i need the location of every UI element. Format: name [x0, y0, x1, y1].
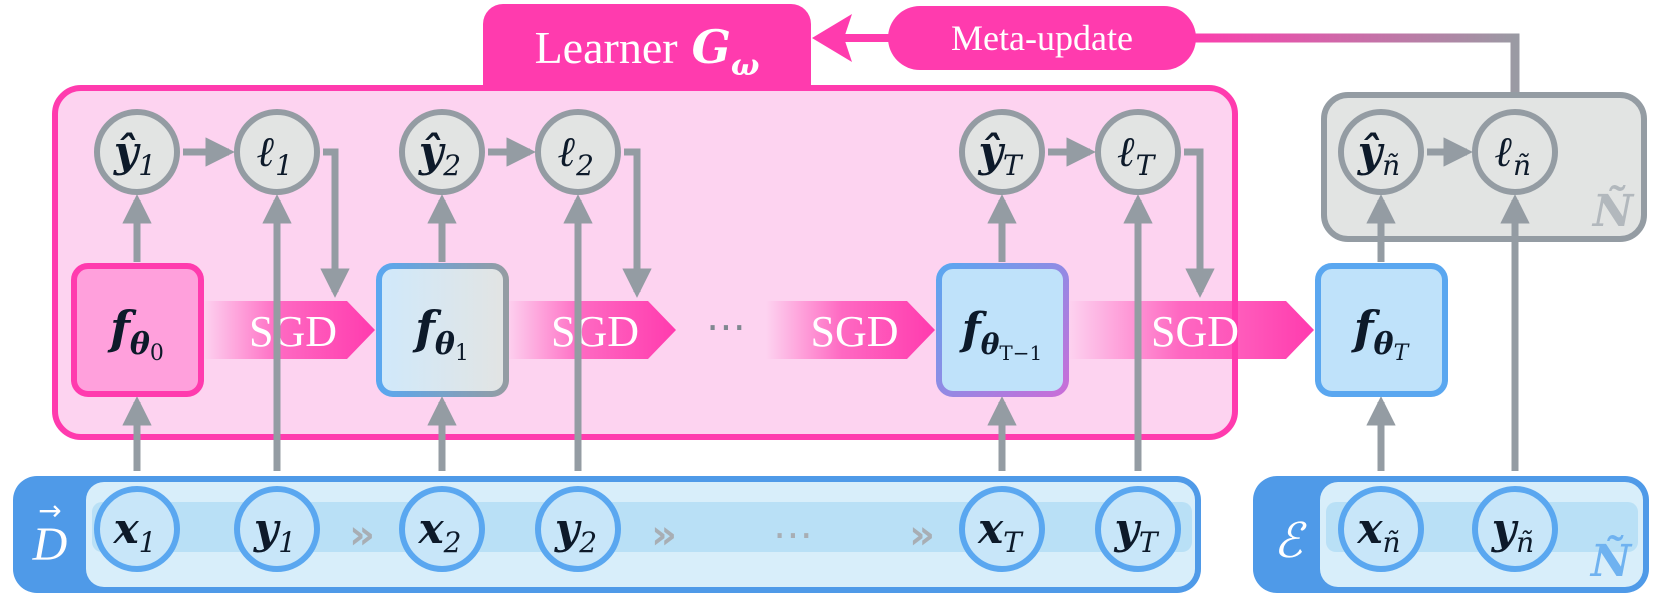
svg-text:ŷT: ŷT — [977, 127, 1023, 182]
svg-text:ŷ1: ŷ1 — [113, 127, 156, 182]
sequence-chevron-1: » — [349, 512, 375, 558]
svg-text:ℓ1: ℓ1 — [257, 127, 293, 182]
loss-node-2: ℓ2 — [535, 109, 621, 195]
sgd-arrow-4: SGD — [1068, 301, 1314, 359]
svg-text:ℓñ: ℓñ — [1495, 127, 1531, 182]
sgd-arrow-1: SGD — [203, 301, 375, 359]
model-box-theta-t-minus-1: fθT−1 — [936, 263, 1069, 397]
svg-text:ℓT: ℓT — [1118, 127, 1157, 182]
sequence-chevron-3: » — [909, 512, 935, 558]
input-node-1: x1 — [94, 486, 180, 572]
output-node-3: ŷT — [959, 109, 1045, 195]
svg-text:y1: y1 — [253, 504, 296, 559]
svg-text:yT: yT — [1113, 504, 1159, 559]
sgd-label-1: SGD — [249, 307, 337, 356]
svg-text:ℓ2: ℓ2 — [558, 127, 594, 182]
svg-text:ŷñ: ŷñ — [1357, 127, 1400, 182]
ellipsis-upper: ⋯ — [706, 304, 746, 350]
connectors — [122, 137, 1530, 471]
eval-input-node: xñ — [1338, 486, 1424, 572]
eval-band: ℰ Ñ — [1253, 476, 1649, 593]
svg-text:ŷ2: ŷ2 — [418, 127, 461, 182]
loss-node-3: ℓT — [1095, 109, 1181, 195]
eval-band-plate-label: Ñ — [1589, 534, 1633, 587]
dataset-label: D — [32, 518, 68, 571]
svg-text:x2: x2 — [418, 504, 462, 559]
target-node-2: y2 — [535, 486, 621, 572]
eval-output-node: ŷñ — [1338, 109, 1424, 195]
input-node-3: xT — [959, 486, 1045, 572]
output-node-2: ŷ2 — [399, 109, 485, 195]
sgd-label-2: SGD — [551, 307, 639, 356]
svg-text:fθ1: fθ1 — [412, 301, 469, 366]
eval-set-label: ℰ — [1273, 515, 1307, 568]
edge-loss-to-sgd-2 — [622, 148, 652, 298]
sequence-chevrons: » » » — [349, 512, 935, 558]
nodes: ŷ1 ℓ1 x1 y1 ŷ2 ℓ2 x2 y2 ŷT ℓT xT yT ŷñ ℓñ xñ yñ — [94, 109, 1558, 572]
sgd-label-4: SGD — [1151, 307, 1239, 356]
target-node-3: yT — [1095, 486, 1181, 572]
ellipsis-lower: ⋯ — [773, 512, 813, 558]
edge-loss-to-sgd-3 — [1184, 148, 1215, 298]
eval-loss-node: ℓñ — [1472, 109, 1558, 195]
middle-ellipsis: ⋯ ⋯ — [706, 304, 813, 558]
eval-target-node: yñ — [1472, 486, 1558, 572]
model-boxes: fθ0 fθ1 fθT−1 fθT — [71, 263, 1448, 397]
target-node-1: y1 — [234, 486, 320, 572]
sgd-arrow-3: SGD — [766, 301, 935, 359]
meta-update-arrowhead — [812, 14, 852, 62]
svg-text:x1: x1 — [113, 504, 157, 559]
sgd-arrows: SGD SGD SGD SGD — [203, 301, 1314, 359]
sgd-label-3: SGD — [810, 307, 898, 356]
svg-text:yñ: yñ — [1491, 504, 1534, 559]
loss-node-1: ℓ1 — [234, 109, 320, 195]
svg-text:y2: y2 — [554, 504, 597, 559]
sgd-arrow-2: SGD — [506, 301, 676, 359]
svg-text:xT: xT — [977, 504, 1024, 559]
eval-plate-label: Ñ — [1591, 184, 1635, 237]
svg-text:fθT: fθT — [1351, 301, 1411, 366]
sequence-chevron-2: » — [651, 512, 677, 558]
meta-update-pill — [888, 6, 1196, 70]
dataset-vector-mark: → — [38, 494, 61, 527]
output-node-1: ŷ1 — [94, 109, 180, 195]
input-node-2: x2 — [399, 486, 485, 572]
edge-loss-to-sgd-1 — [320, 148, 350, 298]
model-box-theta-0: fθ0 — [71, 263, 204, 397]
model-box-theta-t: fθT — [1315, 263, 1448, 397]
dataset-track — [92, 502, 1192, 552]
meta-update-label: Meta-update — [951, 18, 1133, 58]
svg-text:xñ: xñ — [1356, 504, 1400, 559]
model-box-theta-1: fθ1 — [376, 263, 509, 397]
